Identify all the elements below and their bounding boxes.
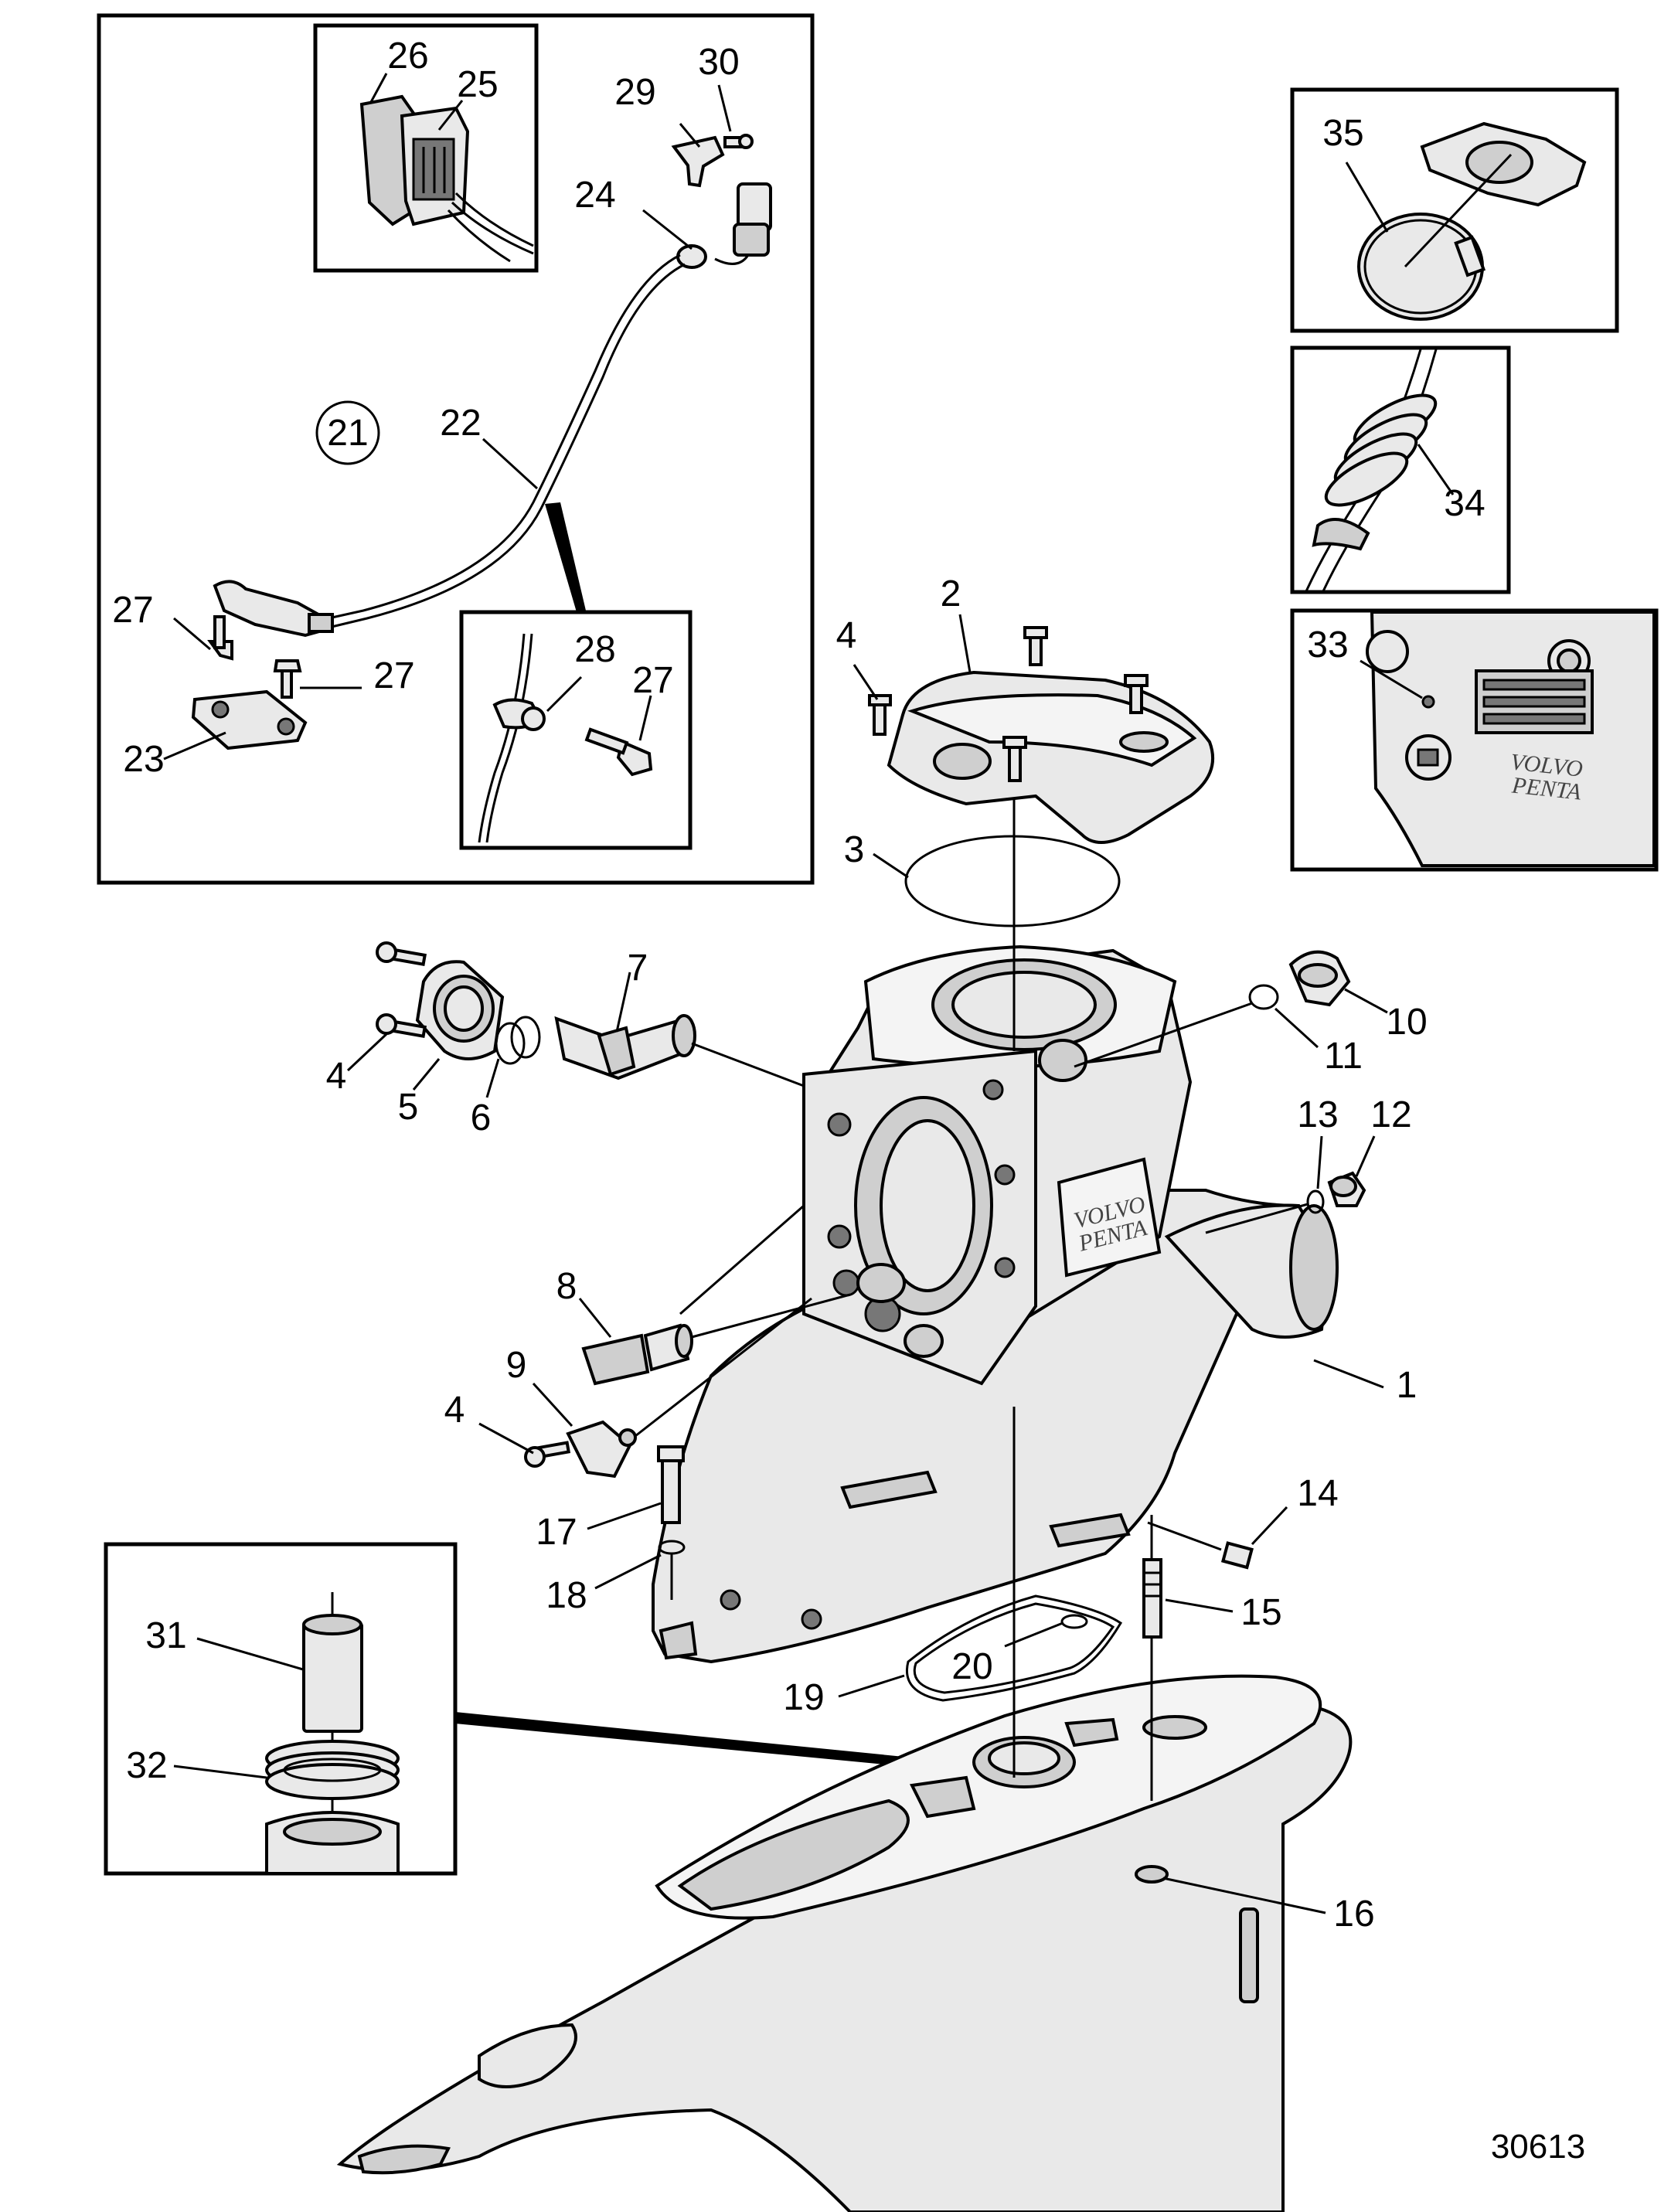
part-sensor-9: 9 4 <box>444 1297 812 1479</box>
inset-connector-detail <box>313 23 539 273</box>
callout-10: 10 <box>1386 1002 1427 1043</box>
callout-22: 22 <box>440 403 481 444</box>
part-upper-gear-housing: VOLVO PENTA 1 <box>652 944 1417 1664</box>
part-stud-15: 15 <box>1142 1558 1282 1639</box>
callout-18: 18 <box>546 1575 587 1616</box>
callout-26: 26 <box>387 36 428 77</box>
callout-15: 15 <box>1240 1592 1281 1633</box>
part-oring-13: 13 <box>1205 1094 1339 1234</box>
callout-29: 29 <box>614 72 655 113</box>
part-plug-10: 10 <box>1288 950 1428 1043</box>
group-marker: 21 <box>327 413 368 454</box>
part-plug-12: 12 <box>1327 1094 1412 1207</box>
callout-25: 25 <box>457 64 498 105</box>
callout-6: 6 <box>471 1097 492 1138</box>
callout-27: 27 <box>373 655 414 696</box>
part-top-cover-2: 2 4 <box>836 573 1215 844</box>
part-nut-14: 14 <box>1147 1473 1339 1570</box>
callout-17: 17 <box>536 1512 577 1553</box>
figure-number: 30613 <box>1491 2128 1585 2166</box>
callout-4: 4 <box>444 1390 465 1431</box>
part-bolt-17: 17 <box>536 1445 685 1553</box>
callout-13: 13 <box>1297 1094 1338 1135</box>
callout-23: 23 <box>123 739 164 780</box>
callout-34: 34 <box>1444 483 1485 524</box>
inset-id-plate: VOLVO PENTA 33 <box>1290 608 1659 872</box>
callout-27: 27 <box>112 590 153 631</box>
part-orings-6: 6 <box>471 1016 541 1138</box>
callout-16: 16 <box>1333 1894 1374 1935</box>
part-oring-3: 3 <box>844 829 1121 927</box>
inset-sensor-harness: 21 26 25 30 29 24 22 27 27 23 28 27 <box>97 13 815 885</box>
callout-31: 31 <box>145 1615 186 1656</box>
callout-9: 9 <box>506 1345 527 1386</box>
callout-1: 1 <box>1397 1365 1417 1406</box>
inset-clip-detail <box>459 610 693 850</box>
callout-20: 20 <box>951 1646 992 1687</box>
callout-19: 19 <box>783 1677 824 1718</box>
callout-3: 3 <box>844 829 865 870</box>
part-shaft-sleeve-7: 7 <box>554 948 805 1087</box>
callout-30: 30 <box>698 42 739 83</box>
part-sensor-cable-22 <box>328 182 772 629</box>
inset-bushing: 31 32 <box>104 1542 458 1876</box>
callout-4: 4 <box>836 615 857 656</box>
callout-27: 27 <box>632 660 673 701</box>
part-speed-sensor-23 <box>163 580 362 761</box>
part-lower-gear-housing: 16 <box>336 1674 1375 2212</box>
part-bearing-cover-5: 4 5 <box>326 941 505 1128</box>
part-bracket-29 <box>671 84 754 188</box>
part-washer-18: 18 <box>546 1540 686 1616</box>
group-marker-circle <box>315 400 380 465</box>
callout-24: 24 <box>574 175 615 216</box>
callout-4: 4 <box>326 1056 347 1097</box>
callout-8: 8 <box>556 1266 577 1307</box>
callout-2: 2 <box>941 573 961 614</box>
callout-12: 12 <box>1370 1094 1411 1135</box>
inset-hose-seal: 34 <box>1290 345 1511 594</box>
callout-28: 28 <box>574 629 615 670</box>
callout-14: 14 <box>1297 1473 1338 1514</box>
callout-35: 35 <box>1322 113 1363 154</box>
inset-hose-clamp: 35 <box>1290 87 1619 333</box>
bushing-pointer-line <box>455 1712 958 1771</box>
part-gasket-20: 20 <box>951 1614 1088 1687</box>
callout-7: 7 <box>628 948 648 989</box>
part-sensor-8: 8 <box>556 1266 851 1386</box>
part-oring-11: 11 <box>1074 984 1363 1077</box>
callout-32: 32 <box>126 1745 167 1786</box>
callout-11: 11 <box>1324 1036 1363 1077</box>
callout-5: 5 <box>398 1087 419 1128</box>
callout-33: 33 <box>1307 624 1348 665</box>
part-gasket-19: 19 <box>783 1594 1123 1718</box>
